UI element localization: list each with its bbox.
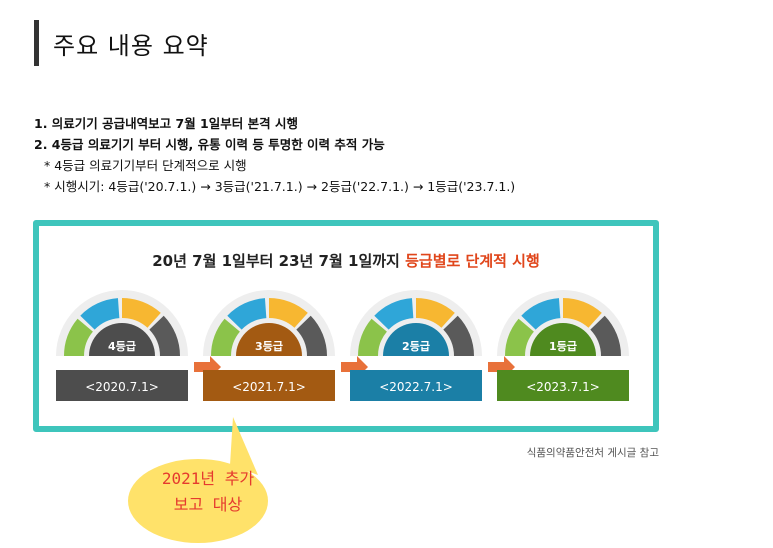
gauge-grade-label: 4등급 — [108, 340, 136, 353]
gauge-date-box — [56, 370, 188, 401]
grade-gauge-3: 2등급 <2022.7.1> — [350, 290, 482, 401]
gauge-center — [530, 323, 596, 356]
gauge-grade-label: 2등급 — [402, 340, 430, 353]
gauge-center — [383, 323, 449, 356]
page-title: 주요 내용 요약 — [53, 31, 209, 60]
grade-timeline-banner: 20년 7월 1일부터 23년 7월 1일까지 등급별로 단계적 시행 4등급 <… — [33, 220, 659, 432]
summary-note-2: * 시행시기: 4등급('20.7.1.) → 3등급('21.7.1.) → … — [44, 179, 516, 194]
gauge-date-box — [497, 370, 629, 401]
gauge-date-box — [350, 370, 482, 401]
gauge-center — [236, 323, 302, 356]
grade-gauge-4: 1등급 <2023.7.1> — [497, 290, 629, 401]
section-heading: 주요 내용 요약 — [34, 20, 209, 66]
source-note: 식품의약품안전처 게시글 참고 — [526, 447, 659, 459]
heading-accent-bar — [34, 20, 39, 66]
callout-bubble — [128, 417, 268, 543]
gauge-date-box — [203, 370, 335, 401]
grade-gauge-2: 3등급 <2021.7.1> — [203, 290, 335, 401]
summary-point-2: 2. 4등급 의료기기 부터 시행, 유통 이력 등 투명한 이력 추적 가능 — [34, 137, 385, 152]
callout-line-2: 보고 대상 — [173, 495, 243, 514]
gauge-grade-label: 3등급 — [255, 340, 283, 353]
callout-text: 2021년 추가 보고 대상 — [128, 466, 288, 518]
gauge-date-label: <2020.7.1> — [85, 380, 159, 394]
summary-note-1: * 4등급 의료기기부터 단계적으로 시행 — [44, 158, 247, 173]
grade-gauge-1: 4등급 <2020.7.1> — [56, 290, 188, 401]
grade-timeline-graphic: 20년 7월 1일부터 23년 7월 1일까지 등급별로 단계적 시행 4등급 <… — [56, 252, 629, 401]
summary-point-1: 1. 의료기기 공급내역보고 7월 1일부터 본격 시행 — [34, 116, 298, 131]
summary-list: 1. 의료기기 공급내역보고 7월 1일부터 본격 시행 2. 4등급 의료기기… — [34, 113, 515, 197]
gauge-center — [89, 323, 155, 356]
banner-title-highlight: 등급별로 단계적 시행 — [405, 252, 540, 270]
gauge-grade-label: 1등급 — [549, 340, 577, 353]
banner-title: 20년 7월 1일부터 23년 7월 1일까지 등급별로 단계적 시행 — [152, 252, 540, 270]
gauge-date-label: <2023.7.1> — [526, 380, 600, 394]
callout-line-1: 2021년 추가 — [161, 469, 255, 488]
gauge-date-label: <2022.7.1> — [379, 380, 453, 394]
gauge-date-label: <2021.7.1> — [232, 380, 306, 394]
